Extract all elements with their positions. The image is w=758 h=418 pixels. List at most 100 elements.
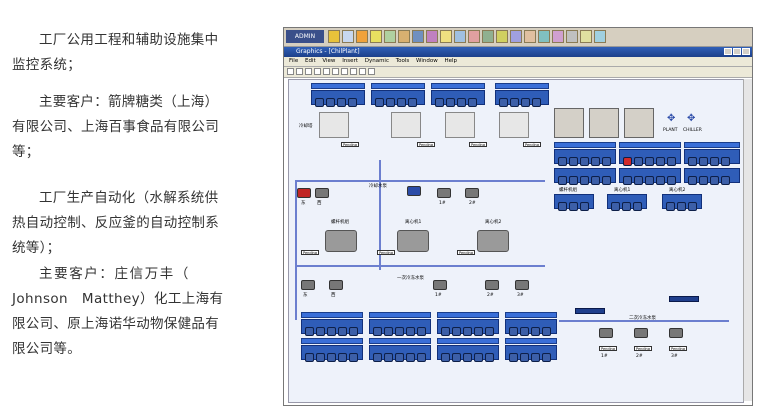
para2-line3: 等； [12,144,40,160]
secondary-pump[interactable] [599,328,613,338]
pump-status-panel [619,149,681,166]
chiller-status-panel [662,194,702,211]
vertical-scrollbar[interactable] [743,79,752,401]
toolbar-icon[interactable] [342,30,354,43]
pending-button[interactable]: Pending [634,346,652,351]
east-label: 东 [301,201,306,206]
secondary-pump[interactable] [634,328,648,338]
cooling-pump[interactable] [407,186,421,196]
toolbar-icon[interactable] [580,30,592,43]
pending-button[interactable]: Pending [417,142,435,147]
cooling-pump[interactable] [297,188,311,198]
primary-pump[interactable] [485,280,499,290]
pump-panel-header [301,338,363,344]
minimize-button[interactable] [724,48,732,55]
toolbar-icon[interactable] [287,68,294,75]
toolbar-icon[interactable] [440,30,452,43]
menu-dynamic[interactable]: Dynamic [364,58,389,64]
west-label: 西 [317,201,322,206]
toolbar-icon[interactable] [496,30,508,43]
pending-button[interactable]: Pending [469,142,487,147]
pump-panel-header [505,338,557,344]
menu-window[interactable]: Window [416,58,438,64]
toolbar-icon[interactable] [454,30,466,43]
toolbar-icon[interactable] [468,30,480,43]
toolbar-icon[interactable] [426,30,438,43]
pending-button[interactable]: Pending [341,142,359,147]
toolbar-icon[interactable] [398,30,410,43]
pending-button[interactable]: Pending [457,250,475,255]
toolbar-icon[interactable] [368,68,375,75]
paragraph-clients-1: 主要客户：箭牌糖类（上海）有限公司、上海百事食品有限公司等； [12,90,266,165]
pending-button[interactable]: Pending [377,250,395,255]
pipe [379,160,381,270]
menu-edit[interactable]: Edit [304,58,316,64]
toolbar-icon[interactable] [359,68,366,75]
cooling-pump[interactable] [315,188,329,198]
maximize-button[interactable] [733,48,741,55]
toolbar-icon[interactable] [384,30,396,43]
pump-panel-header [437,312,499,318]
pump-status-panel [619,168,681,185]
centrifugal-2-label: 离心机2 [485,220,502,225]
pump-panel-header [684,142,740,148]
chiller-label: CHILLER [683,128,702,133]
para4-line4: 限公司等。 [12,341,81,357]
primary-pump[interactable] [329,280,343,290]
toolbar-icon[interactable] [296,68,303,75]
plant-nav-icon[interactable]: ✥ [667,113,676,124]
toolbar-icon[interactable] [332,68,339,75]
centrifugal-chiller-2[interactable] [477,230,509,252]
secondary-pump-label: 二次冷冻水泵 [629,316,656,321]
toolbar-icon[interactable] [538,30,550,43]
menu-help[interactable]: Help [444,58,458,64]
toolbar-icon[interactable] [566,30,578,43]
menu-insert[interactable]: Insert [342,58,358,64]
toolbar-icon[interactable] [510,30,522,43]
tower-status-panel [371,90,425,107]
tower-header [371,83,425,89]
para2-line1: 主要客户：箭牌糖类（上海） [39,94,219,110]
para3-line1: 工厂生产自动化（水解系统供 [39,190,219,206]
toolbar-icon[interactable] [482,30,494,43]
pump-panel-header [301,312,363,318]
close-button[interactable] [742,48,750,55]
pending-button[interactable]: Pending [669,346,687,351]
toolbar-icon[interactable] [305,68,312,75]
para3-line3: 统等）； [12,240,61,256]
toolbar-icon[interactable] [328,30,340,43]
pending-button[interactable]: Pending [599,346,617,351]
primary-pump[interactable] [301,280,315,290]
cooling-pump[interactable] [465,188,479,198]
toolbar-icon[interactable] [552,30,564,43]
pending-button[interactable]: Pending [301,250,319,255]
cooling-pump[interactable] [437,188,451,198]
toolbar-icon[interactable] [323,68,330,75]
cooling-pump-label: 冷却水泵 [369,184,387,189]
menu-tools[interactable]: Tools [395,58,410,64]
no1-label: 1# [601,354,608,359]
toolbar-icon[interactable] [412,30,424,43]
chiller-nav-icon[interactable]: ✥ [687,113,696,124]
pending-button[interactable]: Pending [523,142,541,147]
menu-view[interactable]: View [322,58,336,64]
secondary-pump[interactable] [669,328,683,338]
centrifugal-chiller-1[interactable] [397,230,429,252]
primary-pump[interactable] [433,280,447,290]
toolbar-icon[interactable] [524,30,536,43]
toolbar-icon[interactable] [370,30,382,43]
toolbar-icon[interactable] [356,30,368,43]
pump-status-panel [369,345,431,362]
pump-status-panel [437,345,499,362]
toolbar-icon[interactable] [594,30,606,43]
app-logo: ADMIN [286,30,324,43]
toolbar-icon[interactable] [341,68,348,75]
menu-file[interactable]: File [289,58,299,64]
toolbar-icon[interactable] [350,68,357,75]
pump-status-panel [301,345,363,362]
screw-chiller[interactable] [325,230,357,252]
primary-pump[interactable] [515,280,529,290]
para4-line1: 主要客户：庄信万丰（ [39,266,190,282]
menu-bar: File Edit View Insert Dynamic Tools Wind… [284,57,752,67]
toolbar-icon[interactable] [314,68,321,75]
